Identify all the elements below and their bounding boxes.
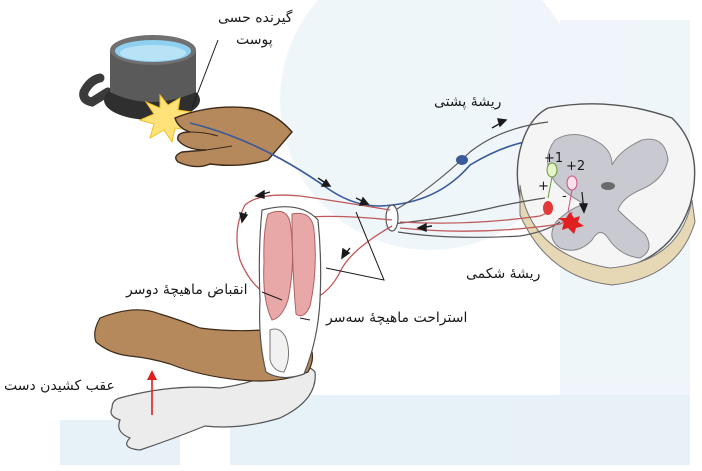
receptor-label-line2: پوست [236, 32, 273, 48]
biceps-contraction-label: انقباض ماهیچهٔ دوسر [126, 282, 248, 298]
receptor-label-line1: گیرنده حسی [218, 10, 292, 26]
neuron-mark-2: +2 [566, 159, 585, 174]
spinal-cord-icon [517, 104, 695, 285]
withdraw-hand-label: عقب کشیدن دست [4, 378, 115, 394]
neuron-mark-minus: - [562, 189, 567, 204]
arm-icon [95, 207, 321, 450]
triceps-relaxation-label: استراحت ماهیچهٔ سه‌سر [326, 310, 467, 326]
neuron-mark-plus: + [538, 179, 549, 194]
dorsal-root-label: ریشهٔ پشتی [434, 94, 501, 110]
hot-pot-icon [84, 35, 200, 120]
ventral-root-label: ریشهٔ شکمی [466, 266, 540, 282]
neuron-mark-1: +1 [544, 151, 563, 166]
